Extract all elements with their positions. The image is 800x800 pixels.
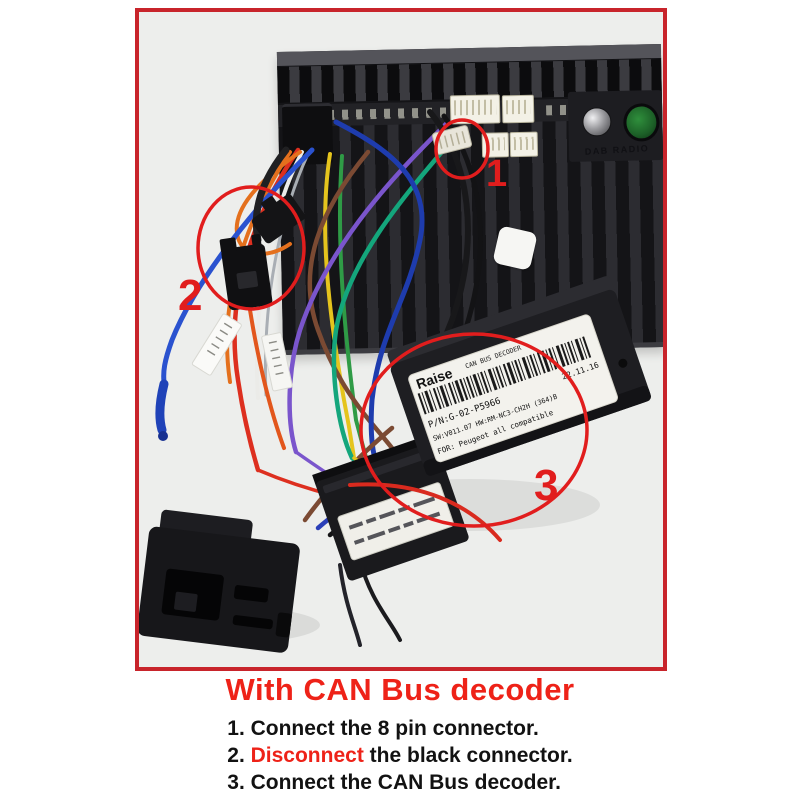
wire-black-left [252,146,290,244]
step-3: 3. Connect the CAN Bus decoder. [227,771,561,794]
product-photo-frame: DAB RADIO [135,8,667,671]
annotations [196,118,589,528]
wire-brown [307,149,395,451]
wire-green [337,154,370,466]
step-2: 2. Disconnect the black connector. [227,742,572,769]
wire-red-over-decoder [348,482,502,542]
wire-yellow [323,152,356,460]
step-2-action: Disconnect [250,744,364,767]
wire-tag [261,332,293,392]
harness-16pin-connector [312,433,469,581]
annotation-number-3: 3 [534,461,558,510]
wire-dark-blue [333,119,425,465]
annotation-number-1: 1 [486,153,507,195]
illegible-label-text [348,496,441,545]
wire-gray [264,152,310,397]
wire-purple [287,121,449,455]
wire-red-orange [248,308,286,450]
step-2-number: 2. [227,744,251,767]
black-connector-female [219,234,273,311]
instruction-steps: 1. Connect the 8 pin connector. 2. Disco… [227,715,572,796]
wire-hanging-2 [338,563,362,647]
annotation-circle-2 [196,185,306,311]
annotation-circle-3 [359,332,589,528]
quadlock-connector [139,509,300,653]
wire-tag [191,313,242,376]
harness-connector-label [337,482,455,561]
annotation-circle-1 [434,118,490,180]
decoder-screw [618,358,628,368]
blue-crimp-terminal [155,379,169,435]
can-bus-decoder: Raise CAN BUS DECODER 22.11.16 P/N:G-02-… [387,276,651,476]
wiring-illustration: Raise CAN BUS DECODER 22.11.16 P/N:G-02-… [139,109,651,653]
step-1: 1. Connect the 8 pin connector. [227,717,539,740]
caption-block: With CAN Bus decoder 1. Connect the 8 pi… [0,672,800,796]
annotation-number-2: 2 [178,271,202,320]
caption-title: With CAN Bus decoder [225,672,575,707]
step-2-rest: the black connector. [363,744,573,767]
terminal-tip [158,431,168,441]
